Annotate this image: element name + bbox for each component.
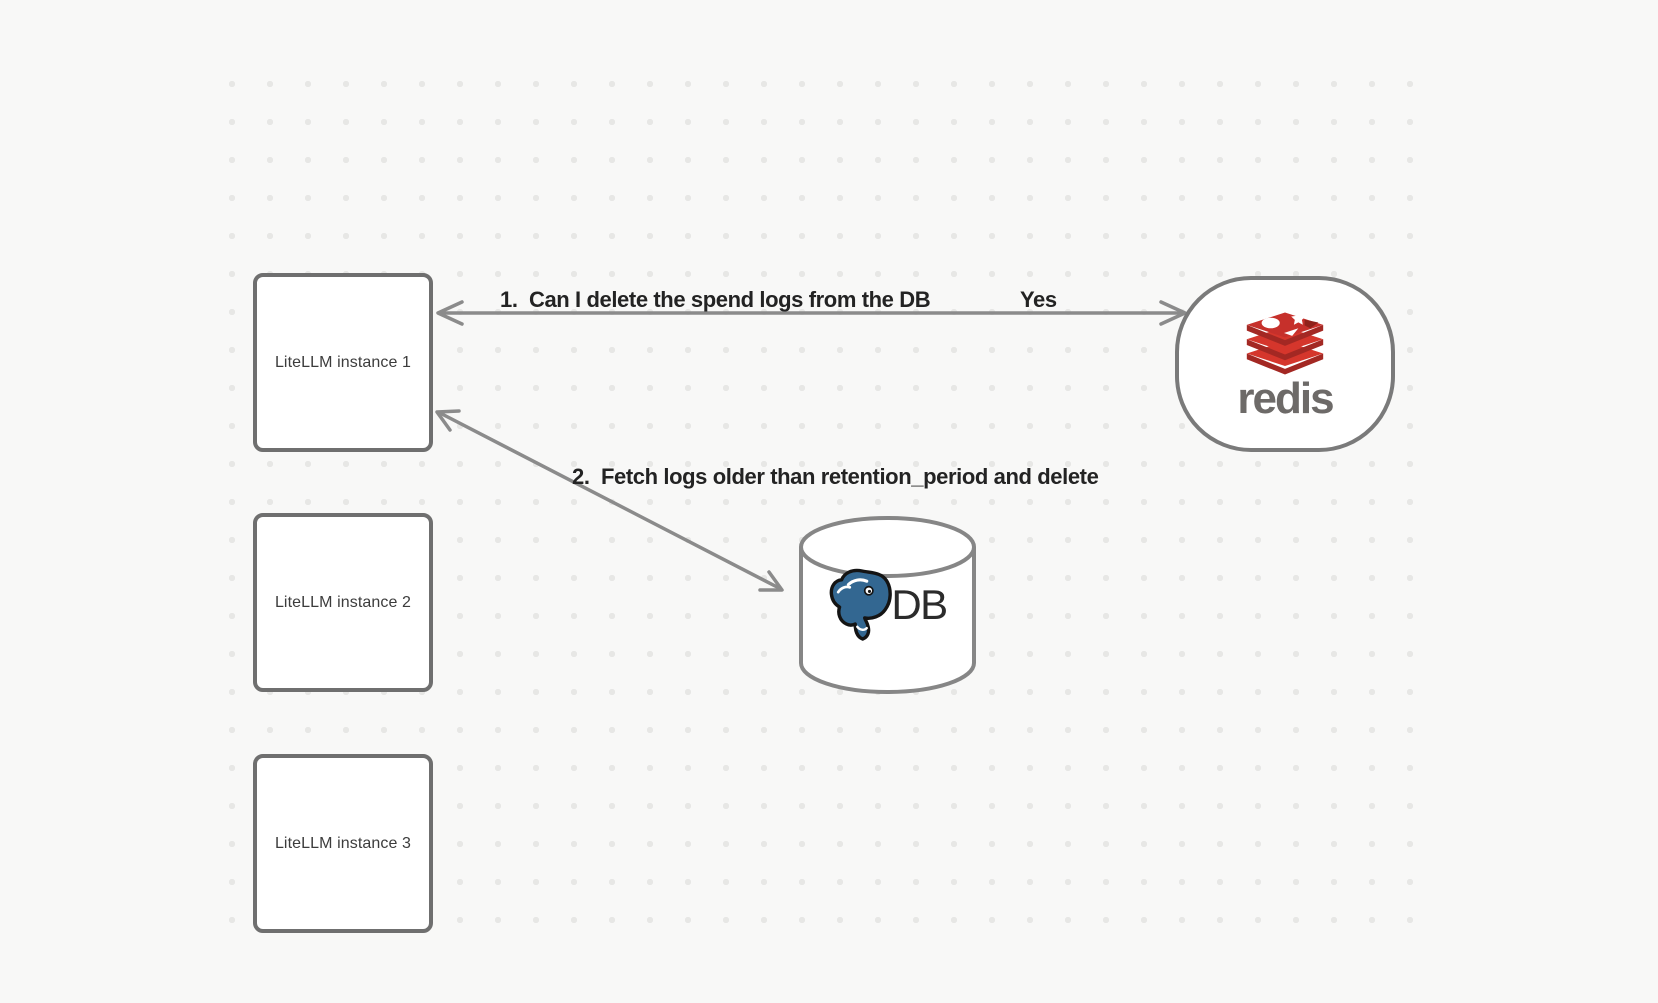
redis-logo-icon bbox=[1246, 312, 1324, 375]
redis-wordmark: redis bbox=[1237, 374, 1334, 423]
edge-label-fetch-logs[interactable]: 2. Fetch logs older than retention_perio… bbox=[572, 464, 1099, 489]
node-litellm-instance-2[interactable]: LiteLLM instance 2 bbox=[253, 513, 433, 692]
node-label: LiteLLM instance 3 bbox=[274, 834, 412, 852]
node-litellm-instance-1[interactable]: LiteLLM instance 1 bbox=[253, 273, 433, 452]
node-litellm-instance-3[interactable]: LiteLLM instance 3 bbox=[253, 754, 433, 933]
node-label: LiteLLM instance 2 bbox=[274, 593, 412, 611]
edge-label-yes-response[interactable]: Yes bbox=[1020, 287, 1057, 312]
node-redis[interactable]: redis bbox=[1175, 276, 1395, 452]
postgresql-elephant-icon bbox=[829, 568, 893, 641]
edge-label-delete-spend-logs[interactable]: 1. Can I delete the spend logs from the … bbox=[500, 287, 931, 312]
database-content: DB bbox=[797, 540, 978, 670]
node-label: LiteLLM instance 1 bbox=[274, 353, 412, 371]
database-label: DB bbox=[891, 581, 948, 628]
